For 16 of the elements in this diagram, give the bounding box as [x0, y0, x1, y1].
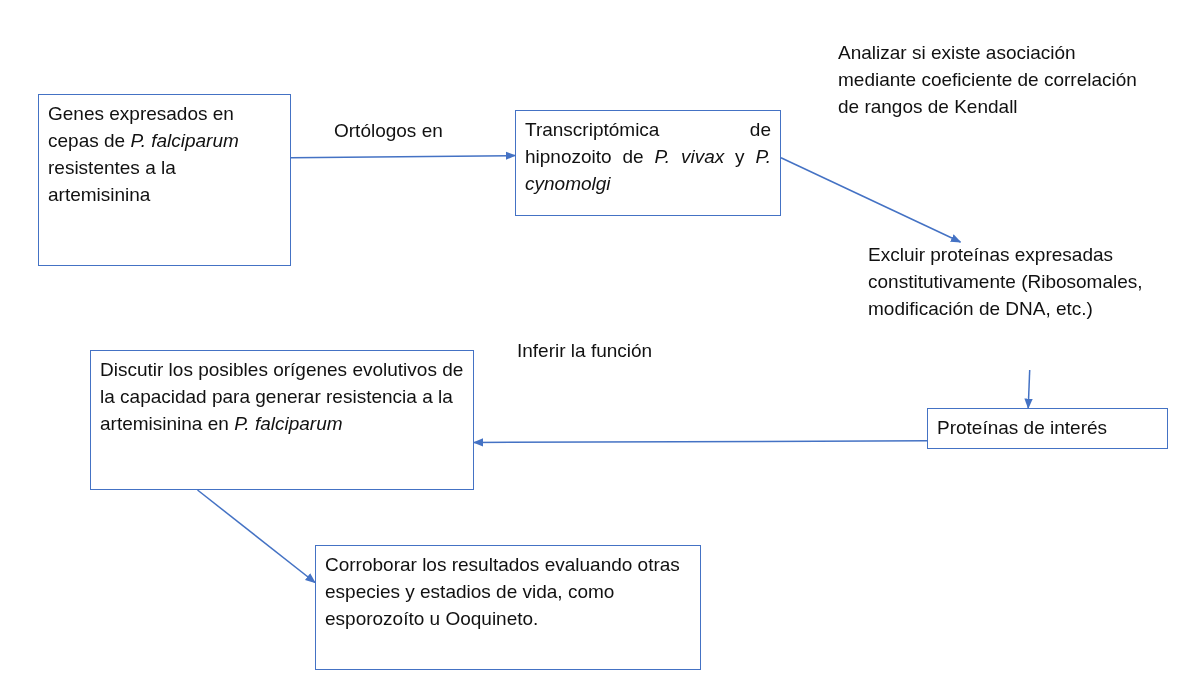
box-text: Transcriptómica de hipnozoito de P. vivax y P. cynomolgi — [525, 118, 771, 196]
process-box — [927, 408, 1168, 449]
step-text: Excluir proteínas expresadas constitutivamente (Ribosomales, modificación de DNA, etc.) — [868, 242, 1198, 370]
arrow — [472, 438, 928, 447]
arrow — [1024, 369, 1033, 410]
box-text: Proteínas de interés — [937, 416, 1109, 440]
box-text: Discutir los posibles orígenes evolutivos de la capacidad para generar resistencia a la artemisinina en P. falciparum — [100, 358, 464, 436]
arrow — [780, 156, 962, 243]
process-box — [38, 94, 291, 266]
box-text: Genes expresados en cepas de P. falciparum resistentes a la artemisinina — [48, 102, 240, 207]
process-box — [90, 350, 474, 490]
process-box — [315, 545, 701, 670]
arrow — [196, 489, 316, 584]
process-box — [515, 110, 781, 216]
box-text: Corroborar los resultados evaluando otras especies y estadios de vida, como esporozoíto u Ooquineto. — [325, 553, 681, 631]
arrow — [290, 151, 517, 160]
